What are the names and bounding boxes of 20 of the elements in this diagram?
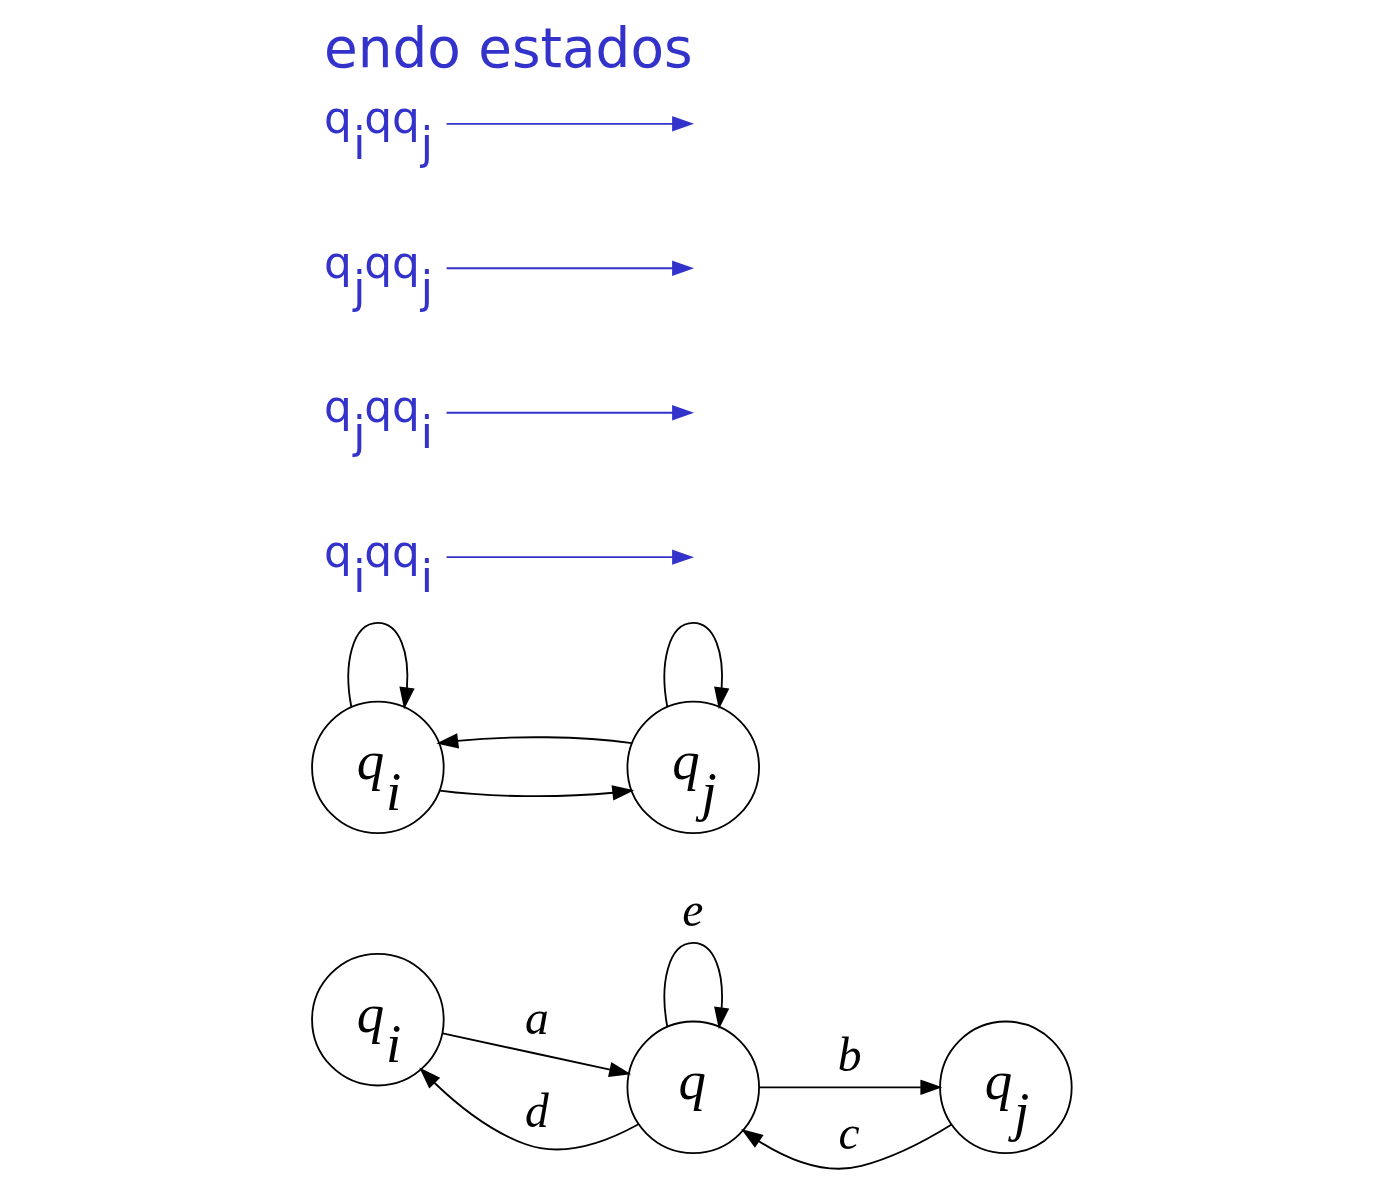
edge-label: e	[681, 884, 703, 937]
arrow	[347, 622, 415, 710]
arrow	[663, 622, 729, 710]
arrow	[445, 116, 694, 132]
arrow	[441, 1032, 631, 1078]
diagram-title: endo estados	[323, 16, 693, 81]
arrow	[740, 1123, 952, 1170]
edge-label: b	[837, 1028, 861, 1081]
arrow	[445, 260, 694, 276]
arrow	[435, 733, 633, 749]
edge-label: a	[524, 991, 549, 1044]
arrow	[445, 549, 694, 565]
arrow	[418, 1067, 639, 1151]
node-circle: q	[626, 1020, 760, 1155]
arrow	[445, 405, 694, 421]
arrow	[438, 785, 634, 801]
edge-label: d	[524, 1085, 549, 1138]
edge-label: c	[838, 1107, 860, 1160]
arrow	[757, 1079, 942, 1095]
arrow	[663, 942, 729, 1030]
